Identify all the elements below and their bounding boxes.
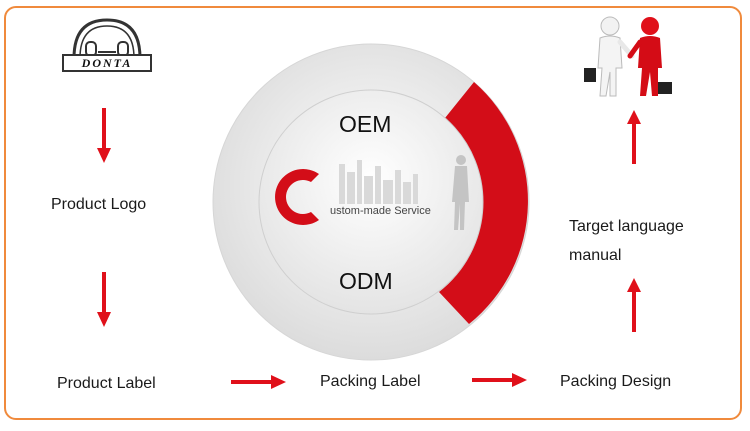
step-product-label: Product Label [57,375,156,392]
arrow-up-icon [627,110,641,164]
arrow-down-icon [97,108,111,163]
arrow-right-icon [231,375,286,389]
custom-made-service-text: ustom-made Service [330,205,431,217]
arrow-up-icon [627,278,641,332]
handshake-people-icon [584,16,672,97]
skyline-icon [339,160,418,204]
step-packing-design: Packing Design [560,373,672,390]
brand-logo: DONTA [56,14,158,74]
oem-label: OEM [339,111,392,137]
arrow-right-icon [472,373,527,387]
custom-made-c-icon [275,169,319,225]
diagram-frame [4,6,742,420]
step-target-manual-line1: Target language [569,218,684,235]
odm-label: ODM [339,268,393,294]
arrow-down-icon [97,272,111,327]
logo-text: DONTA [62,54,152,72]
service-wheel [212,43,530,361]
businessman-icon [452,155,469,230]
step-packing-label: Packing Label [320,373,421,390]
step-product-logo: Product Logo [51,196,147,213]
step-target-manual-line2: manual [569,247,622,264]
